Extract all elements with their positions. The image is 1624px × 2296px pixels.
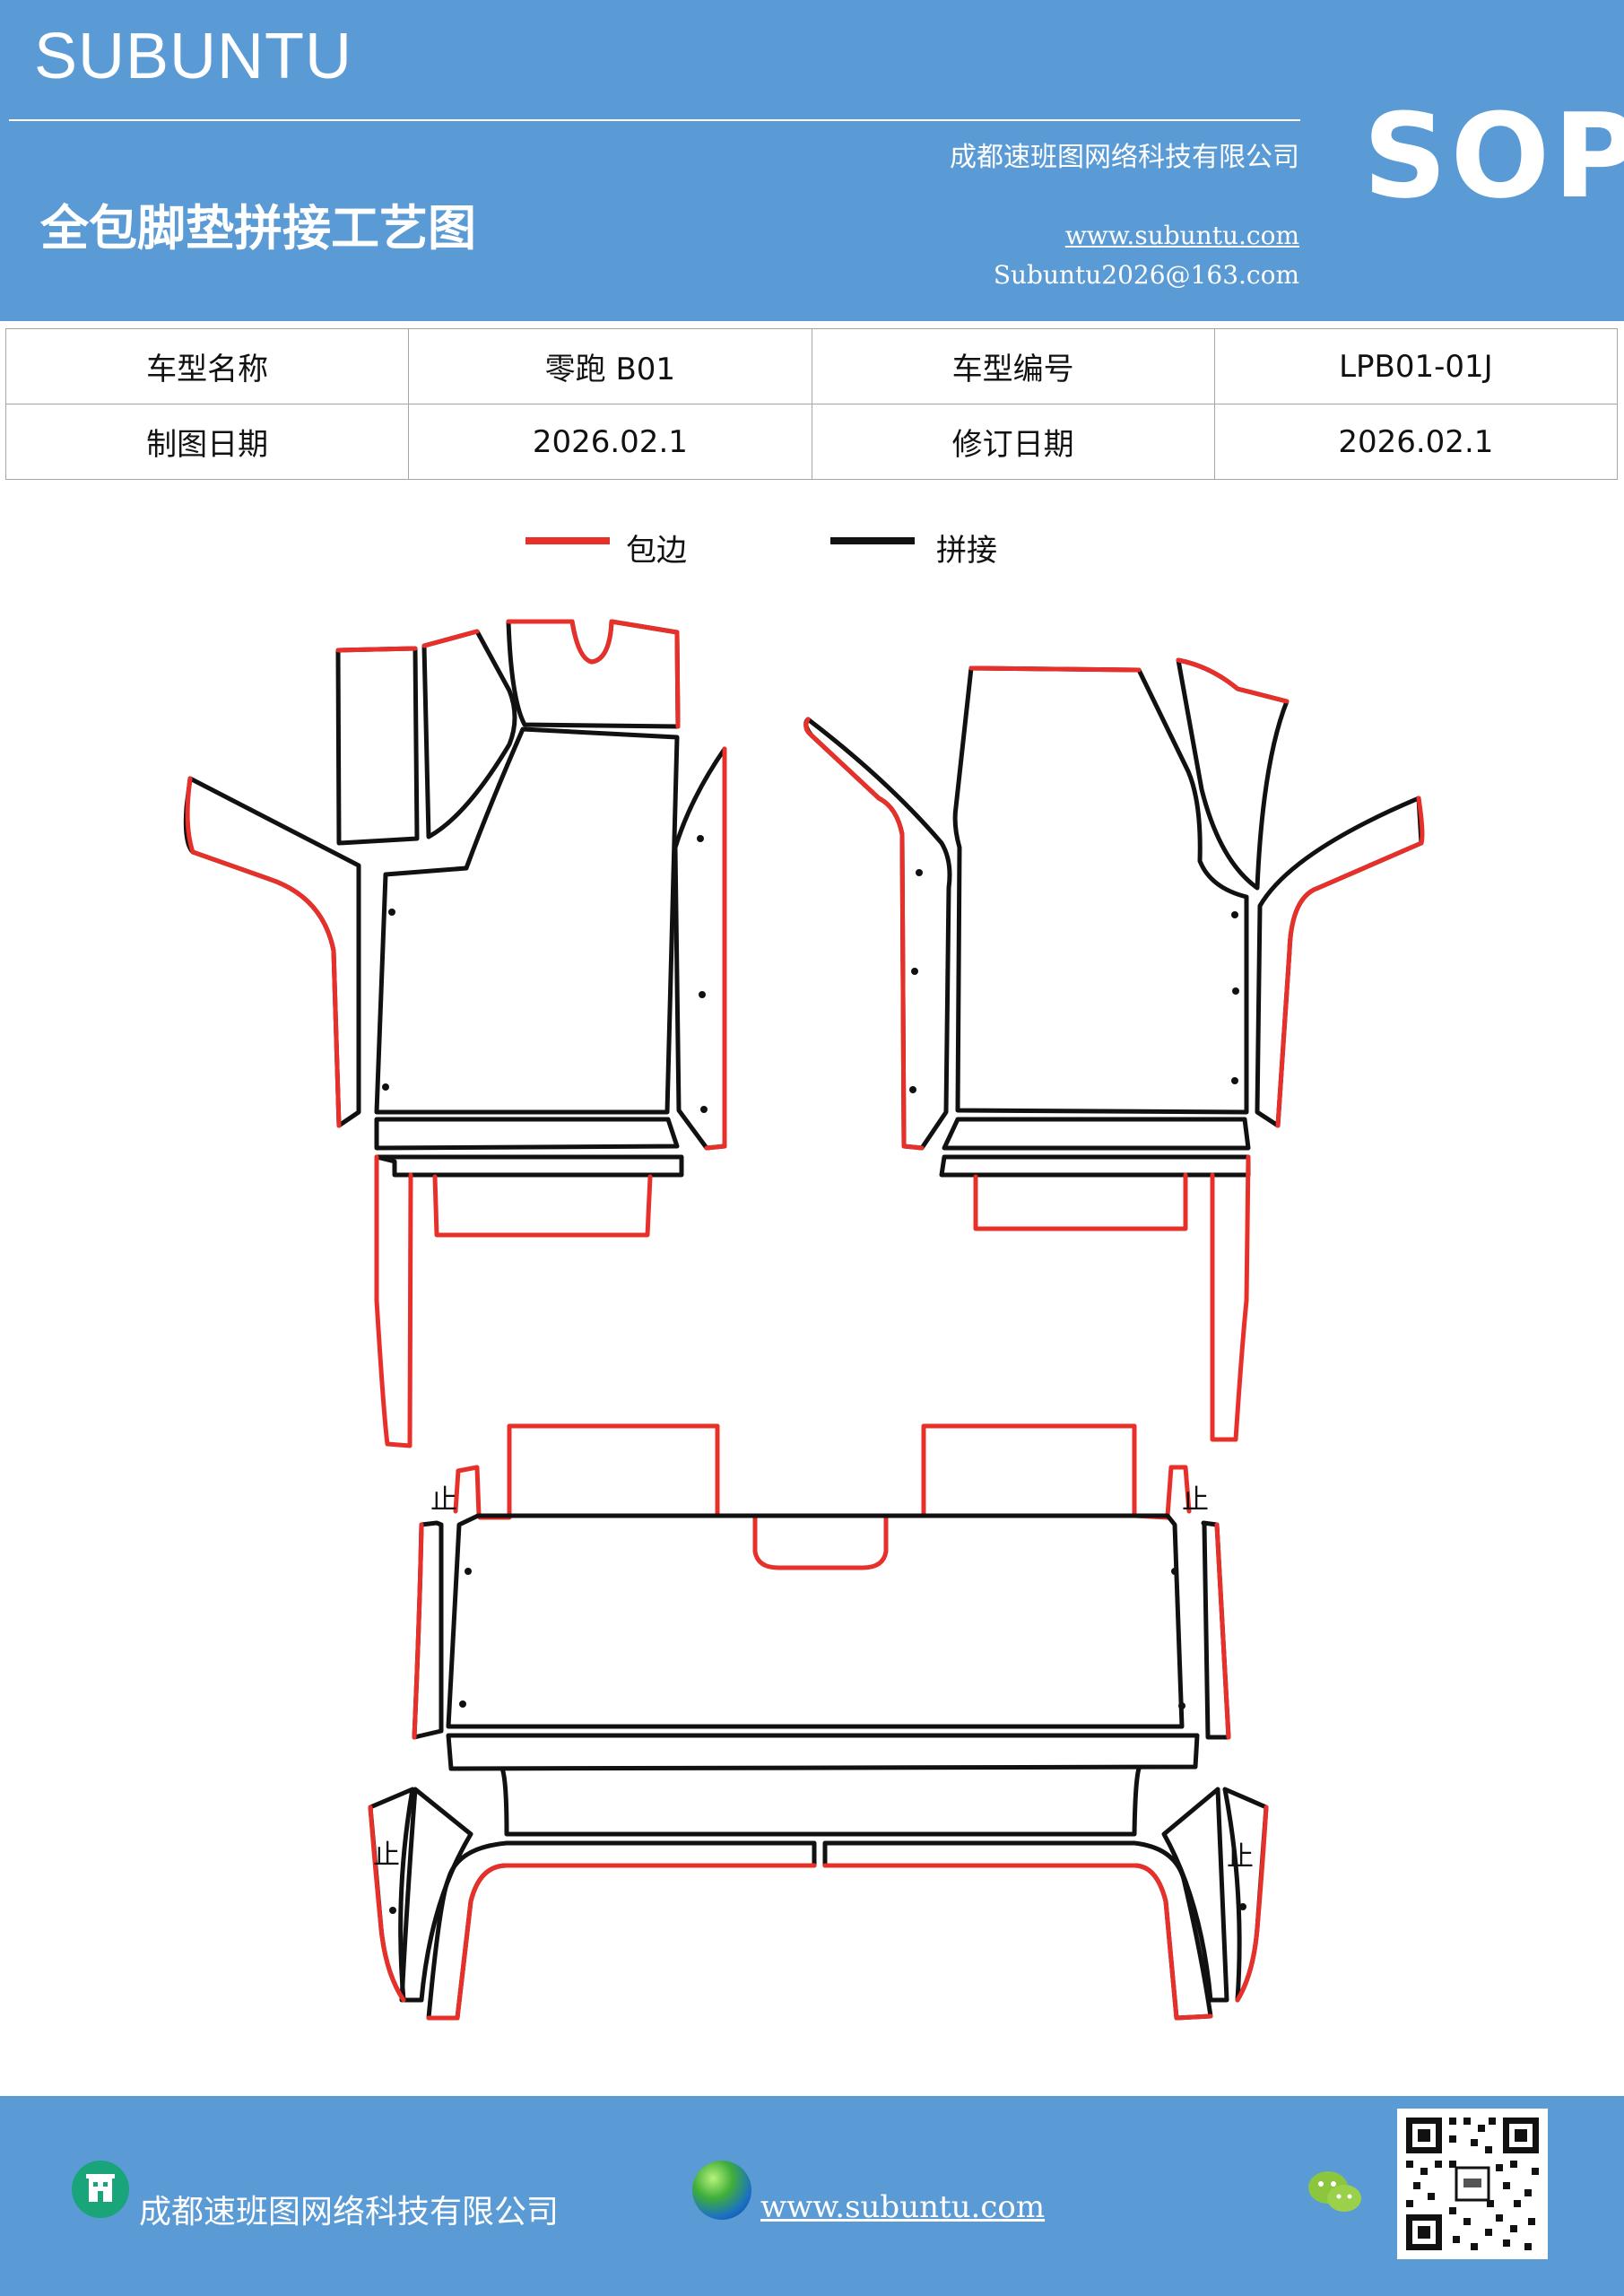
- header-banner: SUBUNTU 成都速班图网络科技有限公司 全包脚垫拼接工艺图 www.subu…: [0, 0, 1624, 321]
- header-website-link[interactable]: www.subuntu.com: [1064, 221, 1299, 250]
- globe-icon: [692, 2161, 751, 2220]
- header-email: Subuntu2026@163.com: [993, 260, 1299, 290]
- table-cell: 零跑 B01: [408, 328, 812, 404]
- brand-name: SUBUNTU: [34, 21, 353, 92]
- page-title: 全包脚垫拼接工艺图: [40, 200, 476, 257]
- sop-badge: SOP: [1363, 88, 1624, 224]
- table-cell: 2026.02.1: [1213, 404, 1619, 480]
- stop-mark: 止: [1227, 1841, 1254, 1873]
- front-left-mat: [183, 619, 727, 1448]
- stop-mark: 止: [373, 1839, 400, 1871]
- stop-mark: 止: [1182, 1484, 1209, 1516]
- table-cell: LPB01-01J: [1213, 328, 1619, 404]
- wechat-icon: [1305, 2166, 1364, 2220]
- legend-edge-swatch: [525, 537, 610, 544]
- table-row: 制图日期 2026.02.1 修订日期 2026.02.1: [4, 404, 1619, 480]
- header-company: 成都速班图网络科技有限公司: [950, 142, 1299, 173]
- footer-company: 成都速班图网络科技有限公司: [139, 2194, 560, 2231]
- front-right-mat: [803, 657, 1425, 1442]
- table-cell: 2026.02.1: [408, 404, 812, 480]
- legend-edge-label: 包边: [626, 533, 687, 569]
- stop-mark: 止: [430, 1484, 457, 1516]
- table-cell: 制图日期: [4, 404, 410, 480]
- table-cell: 修订日期: [811, 404, 1215, 480]
- legend-seam-swatch: [830, 537, 915, 544]
- legend-seam-label: 拼接: [936, 533, 997, 569]
- floor-mat-diagram: 止 止 止 止: [183, 619, 1425, 2021]
- header-divider: [9, 119, 1300, 121]
- footer-banner: 成都速班图网络科技有限公司 www.subuntu.com: [0, 2096, 1624, 2296]
- table-row: 车型名称 零跑 B01 车型编号 LPB01-01J: [4, 328, 1619, 404]
- qr-code-icon: [1397, 2109, 1548, 2259]
- building-icon: [72, 2161, 129, 2218]
- vehicle-info-table: 车型名称 零跑 B01 车型编号 LPB01-01J 制图日期 2026.02.…: [4, 328, 1619, 480]
- table-cell: 车型名称: [4, 328, 410, 404]
- table-cell: 车型编号: [811, 328, 1215, 404]
- rear-mat: [368, 1423, 1269, 2021]
- footer-website-link[interactable]: www.subuntu.com: [760, 2189, 1046, 2225]
